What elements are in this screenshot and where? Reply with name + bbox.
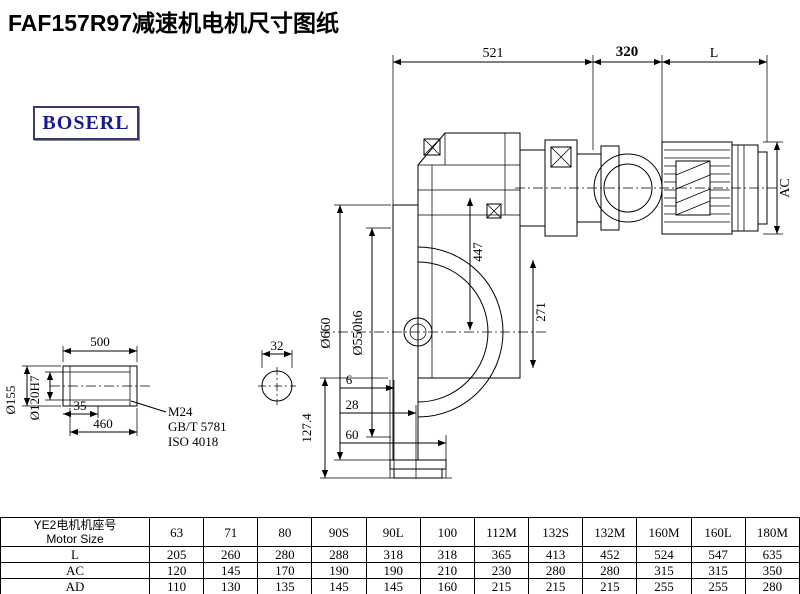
row-label: L	[0, 546, 150, 563]
table-cell: 135	[257, 578, 313, 594]
table-row-L: L 205 260 280 288 318 318 365 413 452 52…	[0, 546, 800, 563]
table-cell: 280	[744, 578, 800, 594]
frame-col: 63	[148, 517, 205, 547]
table-cell: 524	[636, 546, 692, 563]
table-cell: 288	[311, 546, 367, 563]
dim-60-label: 60	[346, 427, 359, 442]
frame-col: 180M	[744, 517, 800, 547]
dim-447-label: 447	[470, 242, 485, 262]
table-row-AD: AD 110 130 135 145 145 160 215 215 215 2…	[0, 578, 800, 594]
table-cell: 120	[148, 562, 205, 579]
thread-m24-label: M24	[168, 404, 193, 419]
table-cell: 145	[203, 562, 259, 579]
table-cell: 145	[311, 578, 367, 594]
adapter-view	[519, 139, 663, 237]
thread-iso-label: ISO 4018	[168, 434, 218, 449]
shaft-detail-view	[50, 365, 152, 407]
dim-500-label: 500	[90, 334, 110, 349]
dim-271-label: 271	[533, 302, 548, 322]
dim-120-label: Ø120H7	[27, 375, 42, 420]
table-cell: 205	[148, 546, 205, 563]
dimension-labels: 521 320 L AC Ø660 Ø550h6 447 271 500 32 …	[3, 44, 793, 449]
table-cell: 255	[690, 578, 746, 594]
table-cell: 215	[582, 578, 638, 594]
table-cell: 635	[744, 546, 800, 563]
row-label: AC	[0, 562, 150, 579]
dim-L-label: L	[710, 46, 719, 61]
table-cell: 365	[473, 546, 530, 563]
gearbox-view	[320, 132, 548, 479]
table-header-row: YE2电机机座号 Motor Size 63 71 80 90S 90L 100…	[0, 517, 800, 547]
table-cell: 318	[419, 546, 475, 563]
dim-155-label: Ø155	[3, 386, 18, 415]
dim-35-label: 35	[74, 398, 87, 413]
technical-drawing: 521 320 L AC Ø660 Ø550h6 447 271 500 32 …	[3, 44, 793, 479]
table-cell: 315	[636, 562, 692, 579]
table-cell: 110	[148, 578, 205, 594]
frame-col: 71	[203, 517, 259, 547]
table-row-AC: AC 120 145 170 190 190 210 230 280 280 3…	[0, 562, 800, 579]
table-cell: 190	[311, 562, 367, 579]
shaft-end-view	[258, 367, 296, 405]
dim-521-label: 521	[483, 46, 504, 61]
frame-col: 160M	[636, 517, 692, 547]
table-cell: 230	[473, 562, 530, 579]
table-cell: 315	[690, 562, 746, 579]
frame-col: 160L	[690, 517, 746, 547]
dim-6-label: 6	[346, 372, 353, 387]
frame-col: 112M	[473, 517, 530, 547]
frame-col: 90L	[365, 517, 421, 547]
frame-col: 132S	[528, 517, 584, 547]
extension-lines	[22, 55, 783, 479]
table-cell: 280	[528, 562, 584, 579]
dim-1274-label: 127.4	[299, 413, 314, 443]
table-cell: 350	[744, 562, 800, 579]
row-label: AD	[0, 578, 150, 594]
table-cell: 413	[528, 546, 584, 563]
table-cell: 130	[203, 578, 259, 594]
motor-view	[515, 141, 781, 235]
boserl-logo: BOSERL	[33, 106, 139, 140]
table-cell: 280	[582, 562, 638, 579]
table-cell: 452	[582, 546, 638, 563]
table-header-motor-size: YE2电机机座号 Motor Size	[0, 517, 150, 547]
table-cell: 215	[528, 578, 584, 594]
dim-28-label: 28	[346, 397, 359, 412]
motor-size-table: YE2电机机座号 Motor Size 63 71 80 90S 90L 100…	[0, 517, 800, 594]
table-cell: 210	[419, 562, 475, 579]
table-cell: 280	[257, 546, 313, 563]
table-cell: 170	[257, 562, 313, 579]
table-cell: 160	[419, 578, 475, 594]
table-cell: 215	[473, 578, 530, 594]
page-title: FAF157R97减速机电机尺寸图纸	[8, 10, 340, 36]
dim-460-label: 460	[93, 416, 113, 431]
table-cell: 318	[365, 546, 421, 563]
table-cell: 255	[636, 578, 692, 594]
table-cell: 145	[365, 578, 421, 594]
frame-col: 132M	[582, 517, 638, 547]
thread-gbt-label: GB/T 5781	[168, 419, 227, 434]
table-cell: 260	[203, 546, 259, 563]
frame-col: 90S	[311, 517, 367, 547]
frame-col: 80	[257, 517, 313, 547]
table-cell: 190	[365, 562, 421, 579]
dimension-lines	[23, 58, 781, 478]
dim-32-label: 32	[271, 338, 284, 353]
table-cell: 547	[690, 546, 746, 563]
dim-550-label: Ø550h6	[351, 310, 366, 355]
dim-AC-label: AC	[778, 178, 793, 197]
frame-col: 100	[419, 517, 475, 547]
boserl-logo-text: BOSERL	[42, 111, 130, 134]
dim-320-label: 320	[616, 44, 639, 60]
dim-660-label: Ø660	[319, 317, 334, 348]
